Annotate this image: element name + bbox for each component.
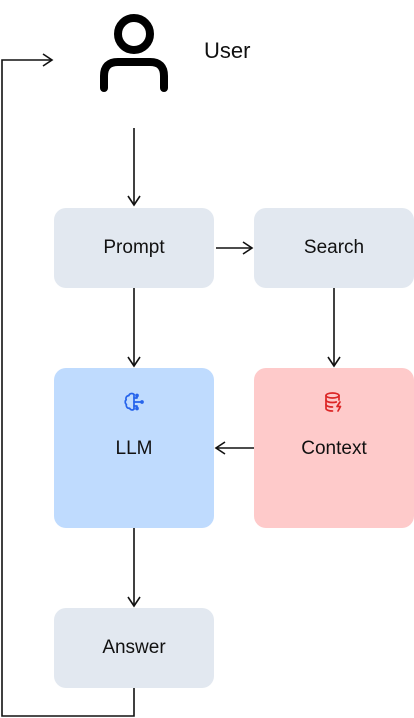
search-node: Search — [254, 208, 414, 288]
search-label: Search — [303, 237, 365, 258]
llm-node: LLM — [54, 368, 214, 528]
brain-icon — [124, 392, 144, 411]
answer-node: Answer — [54, 608, 214, 688]
arrow-answer-to-user — [1, 53, 135, 717]
user-label: User — [204, 38, 251, 63]
context-node: Context — [254, 368, 414, 528]
context-label: Context — [301, 438, 367, 459]
prompt-label: Prompt — [103, 237, 165, 258]
answer-label: Answer — [102, 637, 166, 658]
user-icon — [100, 14, 168, 92]
database-icon — [325, 392, 342, 412]
prompt-node: Prompt — [54, 208, 214, 288]
llm-label: LLM — [115, 438, 153, 459]
